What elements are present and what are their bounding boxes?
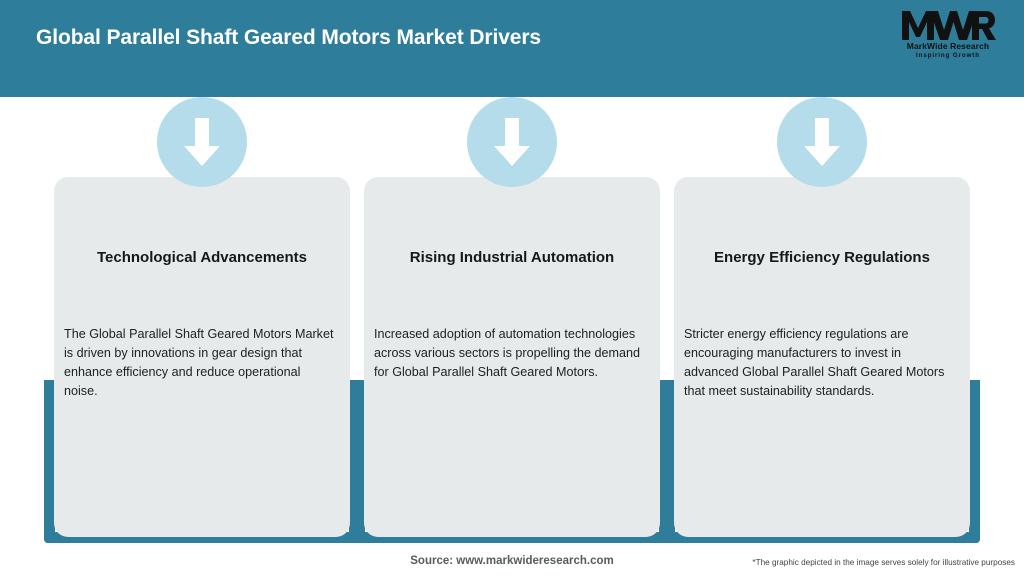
card-icon-badge (777, 97, 867, 187)
logo-mark-mwr-icon (902, 11, 996, 40)
card-title: Technological Advancements (96, 249, 308, 266)
card-icon-badge (467, 97, 557, 187)
header-bar: Global Parallel Shaft Geared Motors Mark… (0, 0, 1024, 97)
arrow-down-icon (804, 118, 840, 166)
card-title: Energy Efficiency Regulations (714, 249, 930, 266)
card-description: Stricter energy efficiency regulations a… (684, 327, 945, 399)
logo-company-name: MarkWide Research (906, 41, 990, 51)
logo-tagline: Inspiring Growth (916, 52, 980, 59)
card-description: The Global Parallel Shaft Geared Motors … (64, 327, 334, 399)
card-icon-badge (157, 97, 247, 187)
drivers-card-row: Technological Advancements The Global Pa… (0, 97, 1024, 543)
source-label: Source: www.markwideresearch.com (410, 555, 614, 567)
page-title: Global Parallel Shaft Geared Motors Mark… (36, 26, 542, 49)
card-body (54, 177, 350, 537)
arrow-down-icon (184, 118, 220, 166)
card-description: Increased adoption of automation technol… (374, 327, 640, 380)
driver-card[interactable]: Rising Industrial Automation Increased a… (354, 97, 670, 543)
disclaimer-label: *The graphic depicted in the image serve… (752, 558, 1015, 567)
card-body (364, 177, 660, 537)
driver-card[interactable]: Technological Advancements The Global Pa… (44, 97, 360, 543)
footer: Source: www.markwideresearch.com *The gr… (0, 537, 1024, 576)
driver-card[interactable]: Energy Efficiency Regulations Stricter e… (664, 97, 980, 543)
arrow-down-icon (494, 118, 530, 166)
brand-logo: MarkWide Research Inspiring Growth (894, 8, 1002, 70)
card-body (674, 177, 970, 537)
card-accent-frame (664, 380, 980, 543)
card-title: Rising Industrial Automation (409, 249, 615, 266)
